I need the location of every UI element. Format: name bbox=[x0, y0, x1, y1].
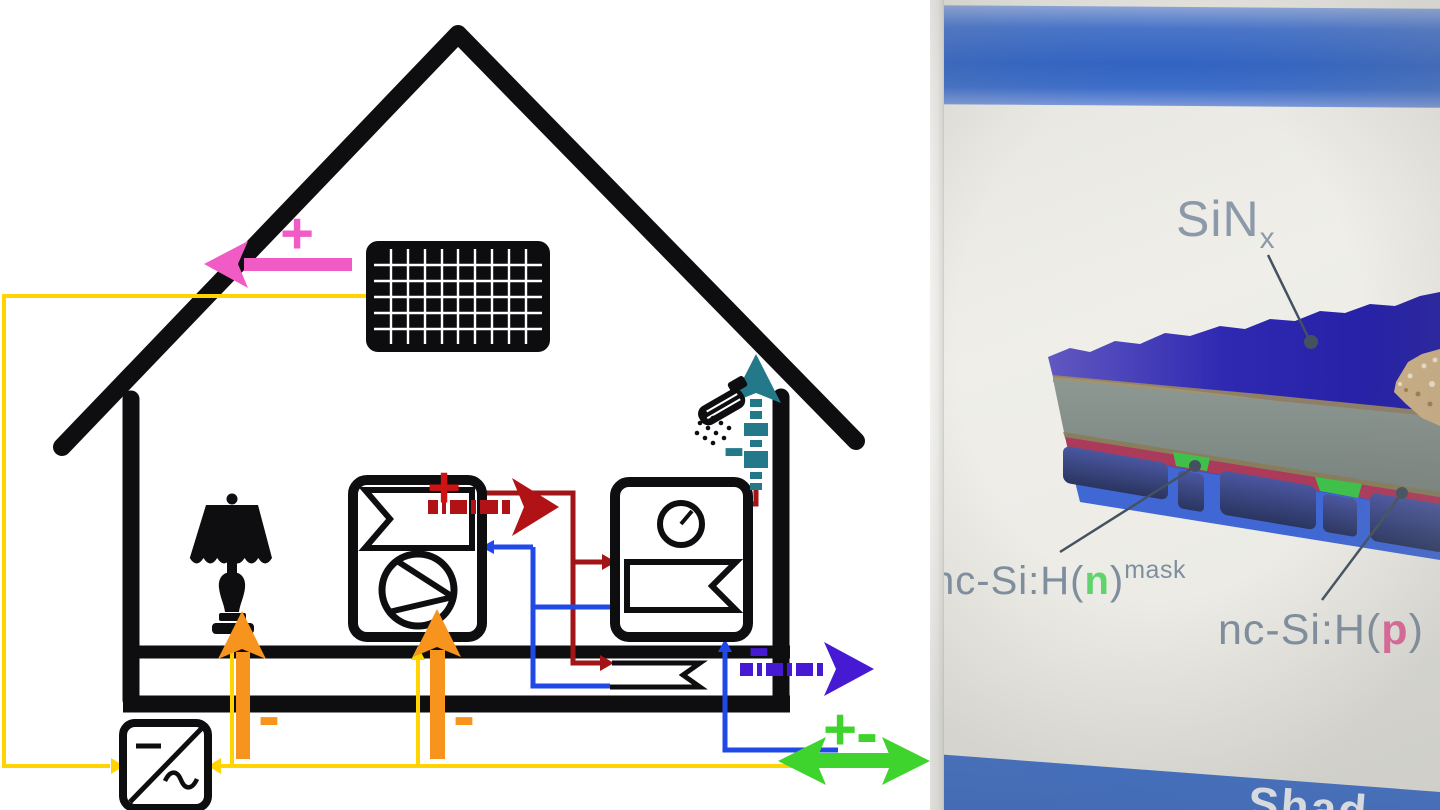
cell-thin-tan-line bbox=[1063, 432, 1440, 497]
label-sinx-sub: x bbox=[1259, 222, 1276, 255]
label-nc-si-h-n-mask: nc-Si:H(n)mask bbox=[932, 556, 1186, 604]
solar-panel-icon bbox=[366, 241, 550, 352]
export-sign: - bbox=[748, 609, 770, 683]
photo-left-edge bbox=[930, 0, 944, 810]
inverter-ac-symbol bbox=[162, 770, 200, 790]
hot-water-arrow bbox=[731, 354, 781, 403]
shower-icon bbox=[694, 376, 748, 446]
cell-sinx-layer bbox=[1048, 292, 1440, 424]
floor-heating-icon bbox=[610, 660, 708, 690]
wire-arrow-into-inverter-right bbox=[208, 758, 221, 774]
pv-sign: + bbox=[280, 201, 314, 266]
table-lamp-icon bbox=[189, 493, 272, 634]
tank-gauge-needle bbox=[679, 509, 694, 526]
grid-plus-sign: + bbox=[823, 697, 857, 762]
pipe-arrow-into-heatpump bbox=[481, 540, 494, 554]
label-sinx-main: SiN bbox=[1176, 191, 1260, 247]
heating-sign: + bbox=[427, 455, 461, 520]
cell-mask-green-2 bbox=[1315, 477, 1362, 498]
label-p-suffix: ) bbox=[1408, 606, 1424, 654]
lamp-sign: - bbox=[258, 678, 280, 752]
leader-lines bbox=[1059, 254, 1408, 601]
solar-panel-grid bbox=[374, 249, 542, 344]
solar-cell-photo: Shad bbox=[930, 0, 1440, 810]
label-p-dopant: p bbox=[1381, 606, 1409, 654]
label-n-prefix: nc-Si:H( bbox=[932, 559, 1085, 603]
cell-wafer-layer bbox=[1053, 379, 1440, 497]
pv-dc-arrow-pink bbox=[204, 241, 352, 288]
label-nc-si-h-p: nc-Si:H(p) bbox=[1218, 606, 1424, 655]
cell-texture-sand bbox=[1394, 349, 1440, 426]
inverter-icon bbox=[119, 719, 212, 810]
pipe-arrow-into-floorheating bbox=[600, 655, 614, 671]
wire-arrow-into-inverter-left bbox=[111, 758, 124, 774]
cell-contact-bumps bbox=[1063, 446, 1440, 552]
hot-water-flow-teal bbox=[731, 354, 781, 490]
solar-cell-render bbox=[1048, 254, 1440, 601]
tank-exchanger bbox=[624, 559, 744, 613]
shower-droplets bbox=[694, 410, 732, 446]
label-n-dopant: n bbox=[1084, 559, 1110, 603]
pipe-arrow-into-tank bbox=[602, 554, 616, 570]
label-n-superscript: mask bbox=[1124, 556, 1186, 584]
label-p-prefix: nc-Si:H( bbox=[1218, 606, 1382, 654]
inverter-diagonal bbox=[128, 726, 204, 804]
pipe-arrow-into-tank-bottom bbox=[718, 639, 732, 652]
grid-exchange-arrow-green bbox=[778, 737, 930, 785]
label-n-suffix: ) bbox=[1109, 559, 1125, 603]
wire-panel-to-inverter bbox=[2, 294, 368, 768]
roof bbox=[53, 25, 865, 456]
grid-minus-sign: - bbox=[856, 695, 878, 769]
lamp-electricity-arrow-orange bbox=[218, 611, 266, 759]
hot-water-sign: - bbox=[723, 409, 745, 483]
hot-water-tank-icon bbox=[610, 477, 753, 642]
label-sinx: SiNx bbox=[1176, 190, 1276, 256]
house-energy-diagram bbox=[2, 25, 930, 810]
space-heating-arrow-red bbox=[428, 478, 559, 536]
export-arrow-indigo bbox=[740, 642, 874, 696]
heatpump-sign: - bbox=[453, 678, 475, 752]
heatpump-electricity-arrow-orange bbox=[413, 609, 461, 759]
